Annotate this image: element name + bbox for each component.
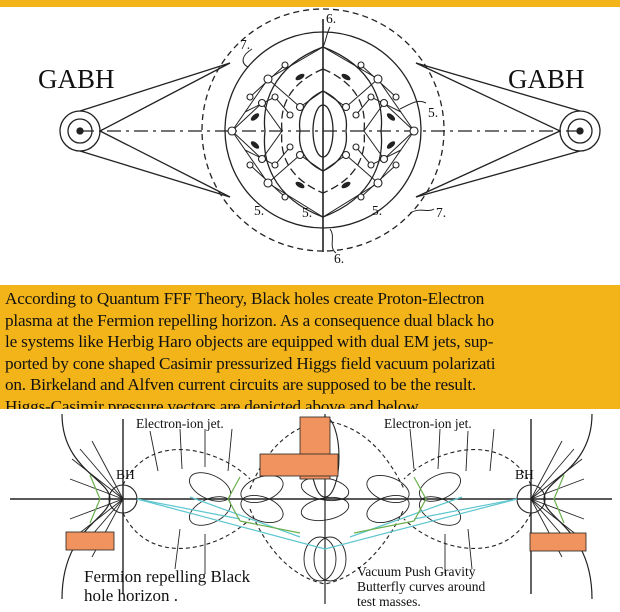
label-6-bottom: 6. [334,251,345,266]
caption-line: According to Quantum FFF Theory, Black h… [5,289,485,308]
label-5-bottom-left: 5. [254,203,265,218]
jet-left-label: Electron-ion jet. [136,416,224,431]
fermion-label-line2: hole horizon . [84,586,178,605]
bh-left-label: BH [116,467,135,482]
left-node-core [76,127,84,135]
bottom-diagram-panel: Electron-ion jet. Electron-ion jet. BH B… [0,409,620,612]
caption-line: ported by cone shaped Casimir pressurize… [5,353,496,373]
gabh-left-label: GABH [38,64,115,94]
label-5-right: 5. [428,105,439,120]
label-7-top: 7. [240,37,251,52]
caption-line: on. Birkeland and Alfven current circuit… [5,375,477,394]
vacuum-label-line1: Vacuum Push Gravity [357,564,476,579]
gabh-diagram [59,8,601,254]
gabh-right-label: GABH [508,64,585,94]
left-node-inner [67,118,93,144]
caption-box: According to Quantum FFF Theory, Black h… [0,285,620,416]
bh-right-label: BH [515,467,534,482]
label-5-bottom-right: 5. [372,203,383,218]
jet-diagram [10,413,612,604]
label-7-bottom: 7. [436,205,447,220]
top-accent-band [0,0,620,7]
orange-block-right [529,532,587,552]
vacuum-label-line2: Butterfly curves around [357,579,486,594]
right-node-inner [567,118,593,144]
caption-line: plasma at the Fermion repelling horizon.… [5,310,494,330]
label-5-bottom-center: 5. [302,205,313,220]
orange-block-cross-horizontal [259,453,339,477]
outer-dashed-circle [201,8,445,252]
label-6-top: 6. [326,11,337,26]
fermion-label-line1: Fermion repelling Black [84,567,251,586]
right-node-core [576,127,584,135]
caption-line: le systems like Herbig Haro objects are … [5,332,494,351]
top-diagram-panel: GABH GABH 6. 7. 5. 5. 5. 5. 7. 6. [0,7,620,285]
orange-block-left [65,531,115,551]
vacuum-label-line3: test masses. [357,594,421,609]
jet-right-label: Electron-ion jet. [384,416,472,431]
